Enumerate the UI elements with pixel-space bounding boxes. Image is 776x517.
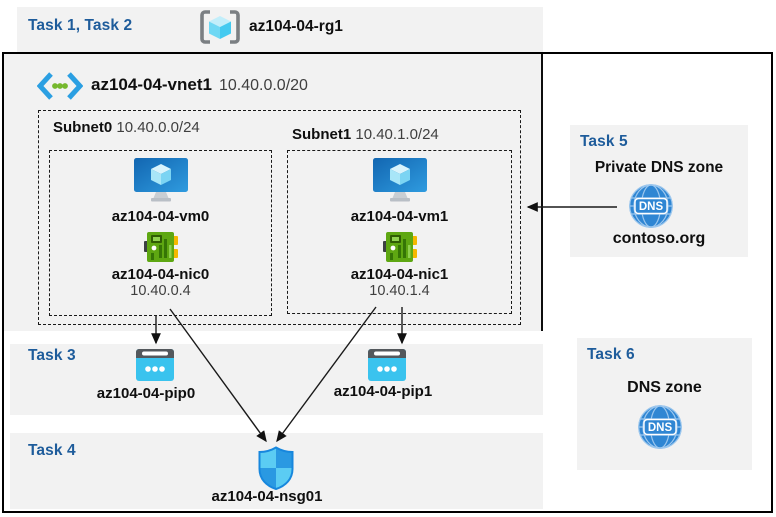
nic0-name: az104-04-nic0 bbox=[111, 266, 210, 283]
nic1-ip: 10.40.1.4 bbox=[369, 283, 430, 299]
dns-zone-globe-icon: DNS bbox=[637, 404, 683, 450]
nic0-ip: 10.40.0.4 bbox=[130, 283, 191, 299]
private-dns-zone-name: contoso.org bbox=[612, 230, 706, 247]
subnet0-resources: az104-04-vm0 az104-04-nic0 10.40.0.4 bbox=[49, 158, 272, 299]
public-ip0-icon bbox=[136, 349, 174, 381]
pip1-name: az104-04-pip1 bbox=[333, 383, 433, 400]
subnet1-label: Subnet1 10.40.1.0/24 bbox=[292, 126, 439, 143]
subnet0-boundary bbox=[49, 150, 272, 316]
task-1-2-band bbox=[17, 7, 543, 52]
vnet-region bbox=[4, 54, 543, 331]
nic1-icon bbox=[382, 231, 417, 263]
svg-text:DNS: DNS bbox=[639, 201, 664, 213]
task-6-label: Task 6 bbox=[587, 346, 635, 363]
nic0-icon bbox=[143, 231, 178, 263]
pip0-name: az104-04-pip0 bbox=[96, 385, 196, 402]
vm0-name: az104-04-vm0 bbox=[111, 208, 210, 225]
vm1-icon bbox=[371, 158, 429, 202]
subnet0-label: Subnet0 10.40.0.0/24 bbox=[53, 119, 200, 136]
task-3-band bbox=[10, 344, 543, 415]
vnet-name: az104-04-vnet1 bbox=[91, 75, 212, 94]
vnet-icon bbox=[37, 71, 83, 101]
private-dns-globe-icon: DNS bbox=[628, 183, 674, 229]
task-5-label: Task 5 bbox=[580, 133, 628, 150]
task-3-label: Task 3 bbox=[28, 347, 76, 364]
dns-zone-title: DNS zone bbox=[627, 379, 702, 396]
vnet-cidr: 10.40.0.0/20 bbox=[218, 77, 308, 94]
resource-group-name: az104-04-rg1 bbox=[249, 18, 343, 35]
task-4-label: Task 4 bbox=[28, 442, 76, 459]
vm1-name: az104-04-vm1 bbox=[350, 208, 449, 225]
nsg-name: az104-04-nsg01 bbox=[211, 488, 323, 505]
task-1-2-label: Task 1, Task 2 bbox=[28, 17, 133, 34]
public-ip1-icon bbox=[368, 349, 406, 381]
vnet-title: az104-04-vnet1 10.40.0.0/20 bbox=[91, 75, 308, 95]
vm0-icon bbox=[132, 158, 190, 202]
subnet1-resources: az104-04-vm1 az104-04-nic1 10.40.1.4 bbox=[287, 158, 512, 299]
nic1-name: az104-04-nic1 bbox=[350, 266, 449, 283]
svg-text:DNS: DNS bbox=[648, 422, 673, 434]
resource-group-icon bbox=[199, 9, 241, 45]
private-dns-zone-title: Private DNS zone bbox=[594, 159, 724, 176]
nsg-shield-icon bbox=[258, 446, 294, 490]
subnet1-boundary bbox=[287, 150, 512, 314]
